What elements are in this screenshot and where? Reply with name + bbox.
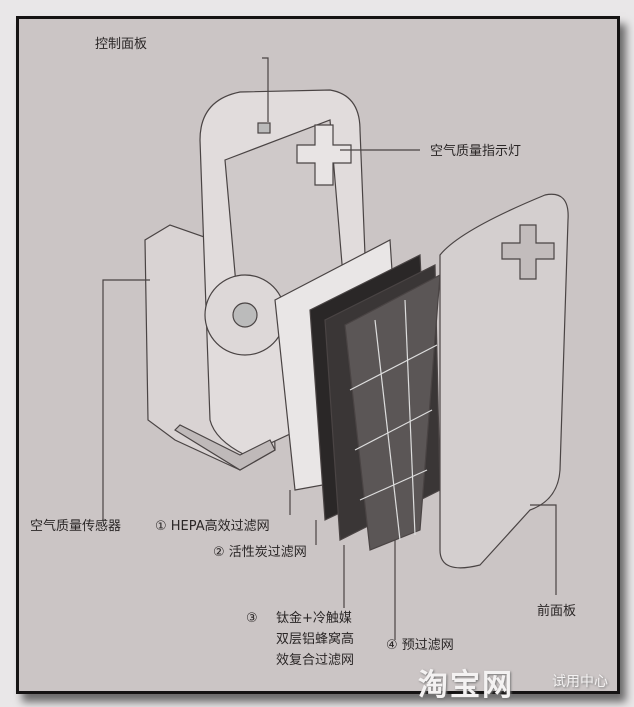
pre-filter: [344, 273, 441, 551]
control-panel-button: [257, 122, 271, 134]
label-front-panel: 前面板: [537, 604, 577, 619]
label-filter3-line1: 钛金+冷触媒: [276, 611, 352, 626]
label-filter3-line2: 双层铝蜂窝高: [276, 632, 355, 647]
air-quality-indicator-cross: [296, 124, 352, 186]
front-panel: [439, 193, 569, 569]
front-panel-cross: [501, 224, 555, 280]
label-control-panel: 控制面板: [95, 37, 148, 52]
watermark-brand: 淘宝网: [418, 668, 514, 703]
label-filter3-line3: 效复合过滤网: [276, 653, 355, 668]
label-filter3-number: ③: [246, 611, 258, 626]
label-hepa-filter: ① HEPA高效过滤网: [155, 519, 270, 534]
label-pre-filter: ④ 预过滤网: [386, 638, 454, 653]
watermark-sub: 试用中心: [552, 674, 608, 690]
label-carbon-filter: ② 活性炭过滤网: [213, 545, 307, 560]
label-air-quality-light: 空气质量指示灯: [430, 144, 522, 159]
label-air-quality-sensor: 空气质量传感器: [30, 519, 122, 534]
